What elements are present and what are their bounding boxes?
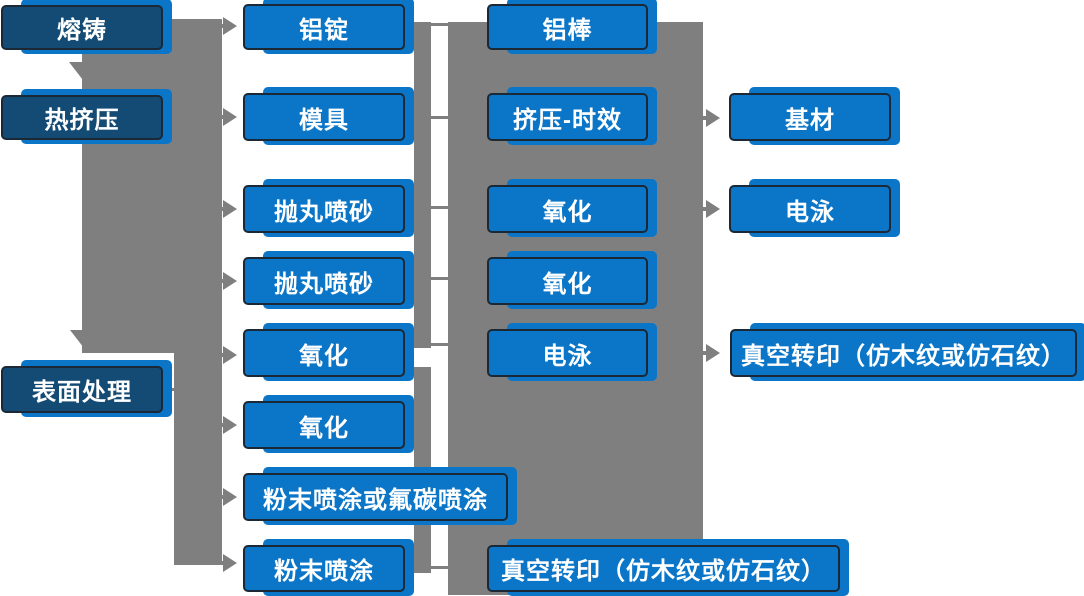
tick-row1 [430,23,449,26]
node-base-material: 基材 [729,87,900,145]
down-arrowhead-icon [69,62,103,84]
right-arrowhead-icon [697,343,720,363]
mid-collector-bar-upper [414,22,431,348]
node-shot-blasting-sandblasting-1: 抛丸喷砂 [243,179,414,237]
node-oxidation-4-label: 氧化 [487,257,648,305]
right-arrowhead-icon [697,108,720,128]
node-oxidation-4: 氧化 [487,251,657,309]
node-shot-blasting-sandblasting-2: 抛丸喷砂 [243,251,414,309]
node-vacuum-transfer-printing-1: 真空转印（仿木纹或仿石纹） [730,323,1084,381]
node-electrophoresis-1: 电泳 [487,323,657,381]
node-oxidation-1: 氧化 [243,323,414,381]
right-arrowhead-icon [214,487,237,507]
node-oxidation-1-label: 氧化 [243,329,405,377]
node-oxidation-3: 氧化 [487,179,657,237]
node-powder-or-fluorocarbon-coating-label: 粉末喷涂或氟碳喷涂 [243,473,508,521]
node-electrophoresis-2-label: 电泳 [729,185,891,233]
node-oxidation-2: 氧化 [243,395,414,453]
down-arrowhead-icon [70,330,104,352]
right-arrowhead-icon [214,345,237,365]
right-arrowhead-icon [214,415,237,435]
node-electrophoresis-2: 电泳 [729,179,900,237]
node-powder-or-fluorocarbon-coating: 粉末喷涂或氟碳喷涂 [243,467,517,525]
left-stage-band [82,19,222,353]
node-aluminum-rod: 铝棒 [487,0,657,54]
node-aluminum-ingot: 铝锭 [243,0,414,54]
node-aluminum-rod-label: 铝棒 [487,4,648,50]
tick-row8 [430,566,449,569]
node-surface-treatment: 表面处理 [1,360,172,417]
node-hot-extrusion: 热挤压 [1,89,172,144]
node-oxidation-3-label: 氧化 [487,185,648,233]
node-base-material-label: 基材 [729,93,891,141]
node-oxidation-2-label: 氧化 [243,401,405,449]
node-shot-blasting-sandblasting-2-label: 抛丸喷砂 [243,257,405,305]
left-stage-band-lower [174,353,222,565]
right-arrowhead-icon [214,107,237,127]
node-surface-treatment-label: 表面处理 [1,366,163,413]
tick-row3 [430,206,449,209]
right-arrowhead-icon [214,271,237,291]
node-vacuum-transfer-printing-1-label: 真空转印（仿木纹或仿石纹） [730,329,1077,377]
right-arrowhead-icon [214,553,237,573]
node-electrophoresis-1-label: 电泳 [487,329,648,377]
node-powder-coating: 粉末喷涂 [243,539,414,596]
right-arrowhead-icon [214,199,237,219]
right-arrowhead-icon [214,16,237,36]
node-powder-coating-label: 粉末喷涂 [243,545,405,592]
node-extrusion-aging-label: 挤压-时效 [487,93,648,141]
node-mold: 模具 [243,87,414,145]
node-vacuum-transfer-printing-2-label: 真空转印（仿木纹或仿石纹） [487,545,840,592]
tick-row4 [430,277,449,280]
node-shot-blasting-sandblasting-1-label: 抛丸喷砂 [243,185,405,233]
right-arrowhead-icon [697,199,720,219]
node-mold-label: 模具 [243,93,405,141]
node-melting-casting: 熔铸 [1,0,172,54]
node-vacuum-transfer-printing-2: 真空转印（仿木纹或仿石纹） [487,539,849,596]
node-extrusion-aging: 挤压-时效 [487,87,657,145]
tick-row2 [430,116,449,119]
tick-row5 [430,343,449,346]
node-melting-casting-label: 熔铸 [1,5,163,50]
node-hot-extrusion-label: 热挤压 [1,95,163,140]
node-aluminum-ingot-label: 铝锭 [243,4,405,50]
